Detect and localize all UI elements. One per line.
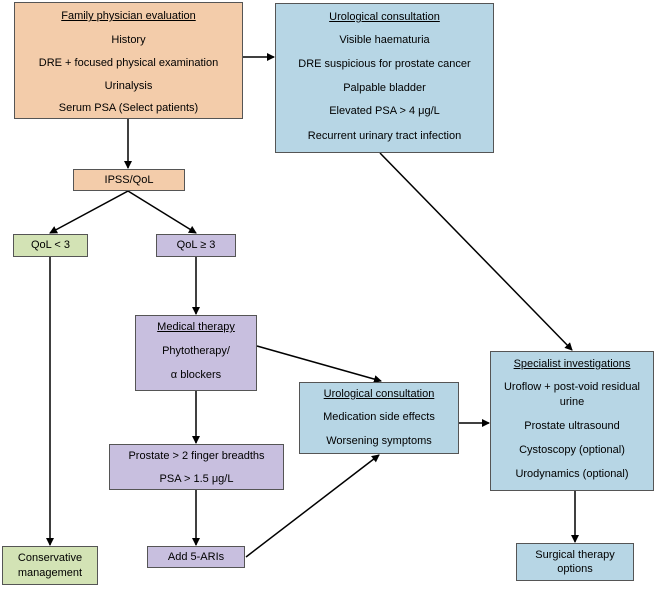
prostate-size-item: PSA > 1.5 μg/L <box>159 473 234 485</box>
uro-top-item: Recurrent urinary tract infection <box>307 130 462 142</box>
surgical-therapy-box: Surgical therapy options <box>516 543 634 581</box>
family-eval-title: Family physician evaluation <box>61 10 196 22</box>
uro-mid-title: Urological consultation <box>323 388 435 400</box>
add-5ari-label: Add 5-ARIs <box>167 551 225 563</box>
specialist-item: Urodynamics (optional) <box>515 468 629 480</box>
specialist-item: Uroflow + post-void residual <box>503 381 641 393</box>
family-physician-evaluation-box: Family physician evaluation History DRE … <box>14 2 243 119</box>
surgical-item: options <box>557 563 593 575</box>
uro-top-item: Elevated PSA > 4 μg/L <box>329 105 440 117</box>
qol-high-box: QoL ≥ 3 <box>156 234 236 257</box>
uro-mid-item: Worsening symptoms <box>326 435 432 447</box>
conservative-item: Conservative <box>17 552 83 564</box>
uro-mid-item: Medication side effects <box>323 411 435 423</box>
qol-low-label: QoL < 3 <box>30 239 71 251</box>
uro-top-item: Palpable bladder <box>343 82 426 94</box>
family-eval-item: DRE + focused physical examination <box>38 57 219 69</box>
family-eval-item: Serum PSA (Select patients) <box>58 102 199 114</box>
uro-top-title: Urological consultation <box>329 11 440 23</box>
ipss-label: IPSS/QoL <box>104 174 154 186</box>
urological-consultation-top-box: Urological consultation Visible haematur… <box>275 3 494 153</box>
medical-therapy-box: Medical therapy Phytotherapy/ α blockers <box>135 315 257 391</box>
conservative-management-box: Conservative management <box>2 546 98 585</box>
family-eval-item: Urinalysis <box>104 80 153 92</box>
specialist-item: Prostate ultrasound <box>524 420 620 432</box>
conservative-item: management <box>17 567 83 579</box>
arrow-urology-to-specialist <box>379 152 573 351</box>
uro-top-item: Visible haematuria <box>339 34 430 46</box>
add-5ari-box: Add 5-ARIs <box>147 546 245 568</box>
medical-therapy-item: α blockers <box>170 369 222 381</box>
medical-therapy-item: Phytotherapy/ <box>162 345 230 357</box>
prostate-size-box: Prostate > 2 finger breadths PSA > 1.5 μ… <box>109 444 284 490</box>
family-eval-item: History <box>111 34 146 46</box>
ipss-qol-box: IPSS/QoL <box>73 169 185 191</box>
arrow-ipss-to-qol-low <box>49 190 129 234</box>
arrow-5ari-to-uro-mid <box>245 454 380 558</box>
specialist-item: Cystoscopy (optional) <box>519 444 625 456</box>
arrow-ipss-to-qol-high <box>127 190 197 234</box>
specialist-item: urine <box>559 396 585 408</box>
arrow-medical-to-uro-mid <box>256 345 382 383</box>
qol-low-box: QoL < 3 <box>13 234 88 257</box>
specialist-title: Specialist investigations <box>513 358 631 370</box>
specialist-investigations-box: Specialist investigations Uroflow + post… <box>490 351 654 491</box>
qol-high-label: QoL ≥ 3 <box>176 239 216 251</box>
medical-therapy-title: Medical therapy <box>157 321 235 333</box>
uro-top-item: DRE suspicious for prostate cancer <box>298 58 471 70</box>
urological-consultation-mid-box: Urological consultation Medication side … <box>299 382 459 454</box>
surgical-item: Surgical therapy <box>535 549 615 561</box>
prostate-size-item: Prostate > 2 finger breadths <box>128 450 265 462</box>
